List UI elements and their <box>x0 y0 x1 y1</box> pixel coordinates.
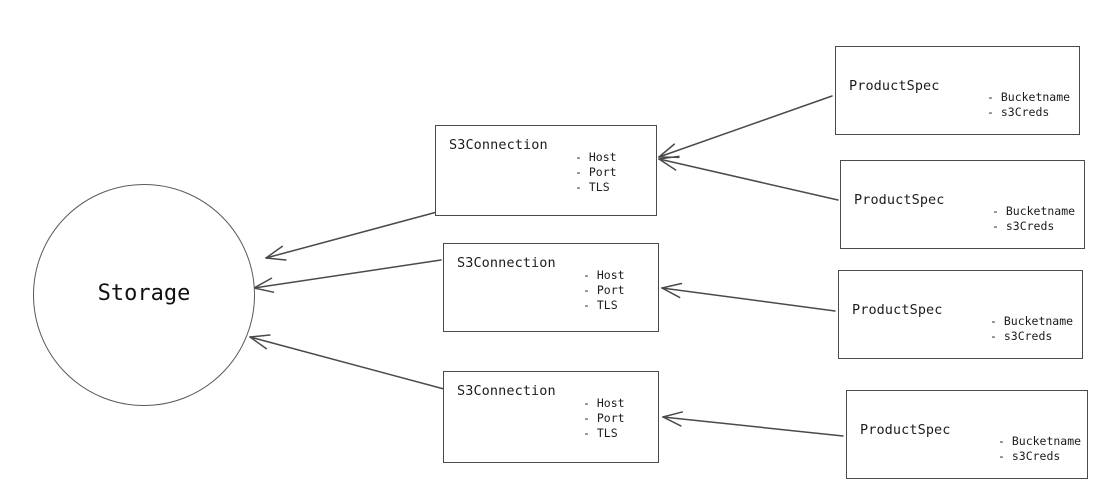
productspec-3-attribute: - s3Creds <box>990 329 1053 343</box>
s3connection-2-attribute: - Port <box>583 283 625 297</box>
s3connection-1-attributes: - Host- Port- TLS <box>575 150 617 195</box>
s3connection-3-attributes: - Host- Port- TLS <box>583 396 625 441</box>
edge-spec3-to-s3conn2-arrowhead-barb-1 <box>661 282 683 289</box>
edge-spec1-to-s3conn1 <box>658 95 833 159</box>
s3connection-3-attribute: - Port <box>583 411 625 425</box>
s3connection-2-attributes: - Host- Port- TLS <box>583 268 625 313</box>
s3connection-1-attribute: - TLS <box>575 180 610 194</box>
s3connection-1-attribute: - Port <box>575 165 617 179</box>
edge-spec2-to-s3conn1 <box>658 155 839 201</box>
edge-spec3-to-s3conn2-arrowhead-barb-2 <box>661 287 681 299</box>
edge-spec4-to-s3conn3-arrowhead-barb-1 <box>662 411 684 418</box>
s3connection-2-attribute: - Host <box>583 268 625 282</box>
productspec-2-attribute: - s3Creds <box>992 219 1055 233</box>
edge-s3conn3-to-storage-arrowhead-barb-2 <box>249 336 268 350</box>
s3connection-1[interactable] <box>435 125 657 216</box>
s3connection-3-title: S3Connection <box>457 383 556 399</box>
storage-circle-label: Storage <box>97 281 191 306</box>
s3connection-2-title: S3Connection <box>457 255 556 271</box>
productspec-3-attributes: - Bucketname- s3Creds <box>990 314 1073 344</box>
storage-circle[interactable] <box>33 184 255 406</box>
productspec-4-attributes: - Bucketname- s3Creds <box>998 434 1081 464</box>
edge-s3conn3-to-storage <box>249 334 445 390</box>
productspec-2-attributes: - Bucketname- s3Creds <box>992 204 1075 234</box>
edge-spec2-to-s3conn1-arrowhead-barb-2 <box>658 158 677 171</box>
edge-s3conn2-to-storage-arrowhead-barb-1 <box>253 277 273 289</box>
s3connection-2[interactable] <box>443 243 659 332</box>
edge-s3conn1-to-storage <box>265 211 438 261</box>
s3connection-3-attribute: - TLS <box>583 426 618 440</box>
productspec-3[interactable] <box>838 270 1083 359</box>
edge-spec2-to-s3conn1-arrowhead-barb-1 <box>658 155 680 160</box>
productspec-1-attribute: - s3Creds <box>987 105 1050 119</box>
productspec-4-attribute: - Bucketname <box>998 434 1082 448</box>
productspec-1-attributes: - Bucketname- s3Creds <box>987 90 1070 120</box>
s3connection-3[interactable] <box>443 371 659 463</box>
productspec-4-attribute: - s3Creds <box>998 449 1061 463</box>
productspec-3-attribute: - Bucketname <box>990 314 1074 328</box>
s3connection-2-attribute: - TLS <box>583 298 618 312</box>
edge-s3conn2-to-storage-arrowhead-barb-2 <box>253 287 275 293</box>
edge-spec4-to-s3conn3 <box>662 411 844 437</box>
s3connection-1-attribute: - Host <box>575 150 617 164</box>
productspec-1-title: ProductSpec <box>849 78 940 94</box>
s3connection-1-title: S3Connection <box>449 137 548 153</box>
edge-s3conn1-to-storage-arrowhead-barb-1 <box>265 245 283 259</box>
productspec-1[interactable] <box>835 46 1080 135</box>
edge-s3conn3-to-storage-arrowhead-barb-1 <box>249 334 271 338</box>
edge-spec3-to-s3conn2 <box>661 282 836 312</box>
edge-s3conn1-to-storage-arrowhead-barb-2 <box>265 257 287 261</box>
productspec-4-title: ProductSpec <box>860 422 951 438</box>
productspec-1-attribute: - Bucketname <box>987 90 1071 104</box>
s3connection-3-attribute: - Host <box>583 396 625 410</box>
productspec-2-attribute: - Bucketname <box>992 204 1076 218</box>
edge-s3conn2-to-storage <box>253 259 442 293</box>
productspec-2-title: ProductSpec <box>854 192 945 208</box>
productspec-4[interactable] <box>846 390 1088 479</box>
productspec-3-title: ProductSpec <box>852 302 943 318</box>
productspec-2[interactable] <box>840 160 1085 249</box>
edge-spec4-to-s3conn3-arrowhead-barb-2 <box>662 416 682 427</box>
edge-spec1-to-s3conn1-arrowhead-barb-1 <box>658 143 676 158</box>
